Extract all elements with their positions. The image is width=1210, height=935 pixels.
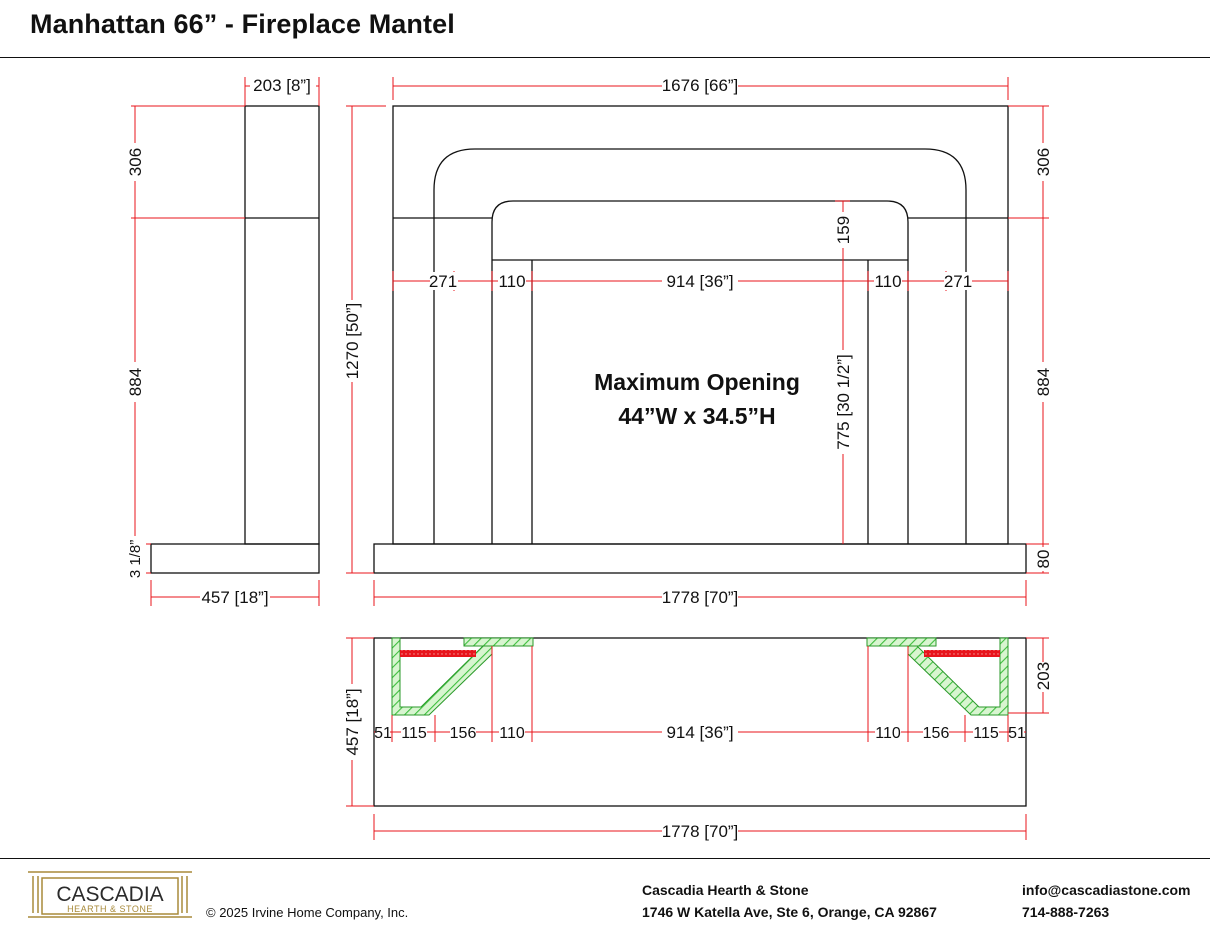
side-view-dimensions	[131, 77, 320, 606]
footer-copyright: © 2025 Irvine Home Company, Inc.	[206, 905, 409, 920]
plan-seg-left-0: 51	[374, 725, 392, 742]
front-opening-width: 914 [36”]	[666, 272, 733, 291]
front-leg-inner-left: 110	[498, 272, 525, 291]
header-rule	[0, 57, 1210, 58]
max-opening-note-line1: Maximum Opening	[594, 369, 800, 395]
front-header-height: 159	[834, 216, 853, 244]
footer-phone[interactable]: 714-888-7263	[1022, 904, 1110, 920]
front-leg-outer-left: 271	[429, 272, 457, 291]
side-base-width: 457 [18”]	[201, 588, 268, 607]
front-view-dimensions	[346, 77, 1049, 606]
front-base-width: 1778 [70”]	[662, 588, 739, 607]
cascadia-logo: CASCADIA HEARTH & STONE	[28, 871, 192, 918]
plan-seg-left-1: 115	[401, 725, 427, 742]
logo-name: CASCADIA	[56, 883, 163, 906]
side-depth-top: 203 [8”]	[253, 76, 311, 95]
plan-view	[373, 637, 1027, 807]
front-base-height-right: 80	[1034, 550, 1053, 569]
plan-overall-width: 1778 [70”]	[662, 822, 739, 841]
plan-seg-left-3: 110	[499, 725, 525, 742]
footer-company: Cascadia Hearth & Stone	[642, 882, 809, 898]
side-base-height: 3 1/8”	[127, 540, 144, 578]
footer-address: 1746 W Katella Ave, Ste 6, Orange, CA 92…	[642, 904, 937, 920]
max-opening-note-line2: 44”W x 34.5”H	[618, 403, 775, 429]
plan-seg-left-2: 156	[450, 725, 477, 742]
front-top-height-right: 306	[1034, 148, 1053, 176]
side-top-height: 306	[126, 148, 145, 176]
plan-depth-right: 203	[1034, 662, 1053, 690]
front-leg-inner-right: 110	[874, 272, 901, 291]
plan-opening-width: 914 [36”]	[666, 723, 733, 742]
front-opening-height: 775 [30 1/2”]	[834, 354, 853, 449]
plan-seg-right-0: 110	[875, 725, 901, 742]
footer-rule	[0, 858, 1210, 859]
front-total-height: 1270 [50”]	[343, 303, 362, 380]
footer-email[interactable]: info@cascadiastone.com	[1022, 882, 1191, 898]
plan-seg-right-2: 115	[973, 725, 999, 742]
front-body-height-right: 884	[1034, 368, 1053, 396]
page-title: Manhattan 66” - Fireplace Mantel	[30, 9, 455, 39]
side-view	[150, 105, 320, 574]
front-overall-width: 1676 [66”]	[662, 76, 739, 95]
logo-sub: HEARTH & STONE	[67, 904, 153, 914]
front-leg-outer-right: 271	[944, 272, 972, 291]
plan-seg-right-1: 156	[923, 725, 950, 742]
front-view	[373, 105, 1027, 574]
plan-depth-left: 457 [18”]	[343, 688, 362, 755]
side-body-height: 884	[126, 368, 145, 396]
plan-seg-right-3: 51	[1008, 725, 1026, 742]
